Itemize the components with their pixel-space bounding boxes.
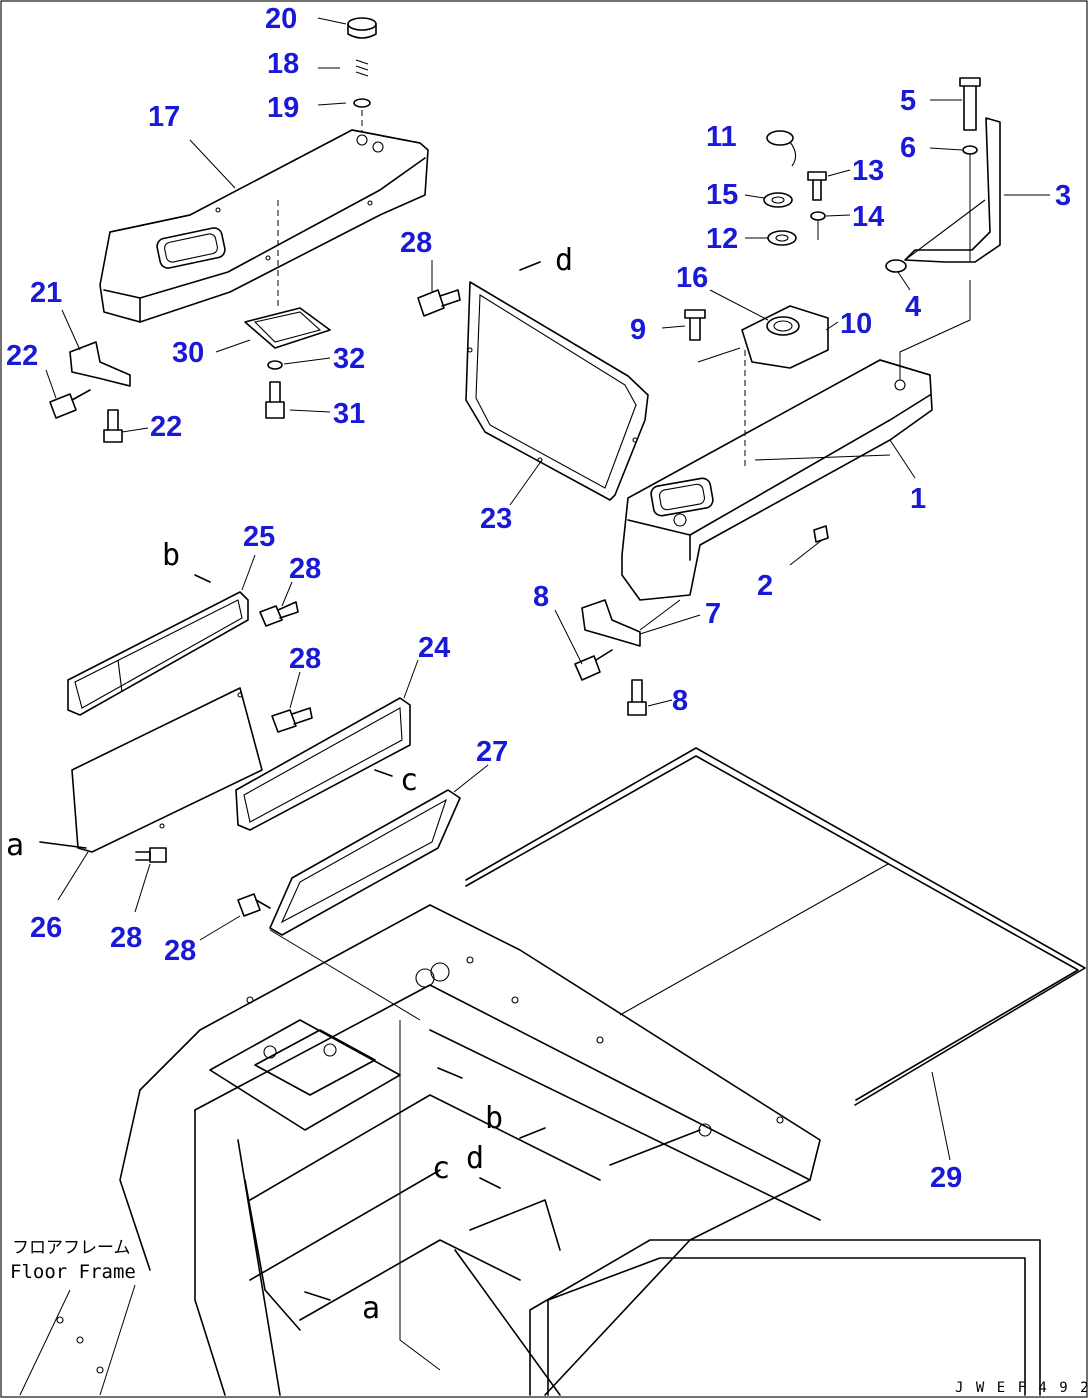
callout-8-bottom: 8: [672, 685, 688, 717]
callout-25: 25: [243, 521, 275, 553]
part-13-screw: [807, 171, 827, 201]
part-10-housing: [741, 305, 829, 369]
callout-6: 6: [900, 132, 916, 164]
part-7-bracket: [581, 599, 641, 647]
ref-letter-c-frame: c: [432, 1151, 450, 1186]
part-31-bolt: [265, 381, 285, 419]
part-32-washer: [267, 360, 283, 370]
ref-letter-a-left: a: [6, 828, 24, 863]
ref-letter-a-frame: a: [362, 1291, 380, 1326]
callout-3: 3: [1055, 180, 1071, 212]
part-20-cap: [347, 17, 377, 39]
callout-30: 30: [172, 337, 204, 369]
callout-13: 13: [852, 155, 884, 187]
callout-22-bottom: 22: [150, 411, 182, 443]
callout-26: 26: [30, 912, 62, 944]
part-23-cover-plate: [465, 281, 649, 501]
part-5-bolt: [959, 77, 981, 131]
part-27-gasket: [269, 789, 461, 936]
callout-1: 1: [910, 483, 926, 515]
leader-lines: [45, 17, 1050, 1161]
callout-27: 27: [476, 736, 508, 768]
callout-20: 20: [265, 3, 297, 35]
part-18-spring: [355, 59, 369, 77]
ref-letter-b-frame: b: [485, 1101, 503, 1136]
callout-29: 29: [930, 1162, 962, 1194]
part-12-ring: [767, 230, 797, 246]
part-15-ring: [763, 192, 793, 208]
part-14-washer: [810, 211, 826, 240]
callout-28-upper: 28: [289, 553, 321, 585]
part-22-bolt-b: [103, 409, 123, 443]
part-4-clip: [885, 259, 907, 273]
part-28-bolt-c: [271, 707, 313, 733]
ref-letter-b-top: b: [162, 538, 180, 573]
callout-17: 17: [148, 101, 180, 133]
callout-24: 24: [418, 632, 450, 664]
part-8-bolt-b: [627, 679, 647, 716]
callout-16: 16: [676, 262, 708, 294]
part-28-bolt-d: [135, 847, 167, 863]
callout-labels: 20 18 19 17 28 21 22 22 30 32 31 5 6 3 1…: [6, 3, 1071, 1194]
part-30-plate: [244, 307, 331, 349]
part-1-right-armrest-box: [621, 350, 933, 601]
callout-23: 23: [480, 503, 512, 535]
callout-28-lower: 28: [110, 922, 142, 954]
callout-21: 21: [30, 277, 62, 309]
part-24-gasket: [235, 697, 411, 831]
part-2-clip: [813, 525, 829, 543]
callout-4: 4: [905, 291, 921, 323]
ref-letter-d-frame: d: [466, 1141, 484, 1176]
part-21-bracket: [69, 341, 131, 387]
part-9-bolt: [684, 309, 706, 341]
part-22-bolt-a: [49, 389, 91, 419]
part-25-panel: [67, 591, 249, 716]
callout-18: 18: [267, 48, 299, 80]
part-6-washer: [962, 145, 978, 155]
part-26-panel: [71, 687, 263, 853]
ref-letter-d-top: d: [555, 243, 573, 278]
part-28-bolt-b: [259, 601, 299, 627]
callout-28-bottom: 28: [164, 935, 196, 967]
part-19-washer: [353, 98, 371, 108]
floor-frame-label-jp: フロアフレーム: [12, 1238, 131, 1258]
callout-11: 11: [706, 121, 737, 153]
callout-5: 5: [900, 85, 916, 117]
part-17-left-armrest-box: [99, 129, 429, 323]
callout-19: 19: [267, 92, 299, 124]
part-8-bolt-a: [574, 649, 613, 681]
callout-12: 12: [706, 223, 738, 255]
callout-28-middle: 28: [289, 643, 321, 675]
callout-28-top: 28: [400, 227, 432, 259]
part-3-bracket: [904, 117, 1001, 263]
floor-frame-label-en: Floor Frame: [10, 1261, 136, 1283]
ref-letter-c-mid: c: [400, 763, 418, 798]
callout-8-top: 8: [533, 581, 549, 613]
callout-32: 32: [333, 343, 365, 375]
floor-frame: [56, 904, 1041, 1396]
callout-9: 9: [630, 314, 646, 346]
callout-15: 15: [706, 179, 738, 211]
callout-2: 2: [757, 570, 773, 602]
callout-14: 14: [852, 201, 884, 233]
callout-7: 7: [705, 598, 721, 630]
part-29-seal-strip: [465, 747, 1086, 1106]
drawing-code: J W E F 4 9 2: [955, 1380, 1090, 1396]
reference-letters: d b c a b d c a: [6, 243, 573, 1326]
part-11-switch: [766, 130, 797, 167]
part-28-bolt-a: [417, 289, 461, 317]
callout-31: 31: [333, 398, 365, 430]
callout-10: 10: [840, 308, 872, 340]
part-28-bolt-e: [237, 893, 271, 917]
callout-22-left: 22: [6, 340, 38, 372]
